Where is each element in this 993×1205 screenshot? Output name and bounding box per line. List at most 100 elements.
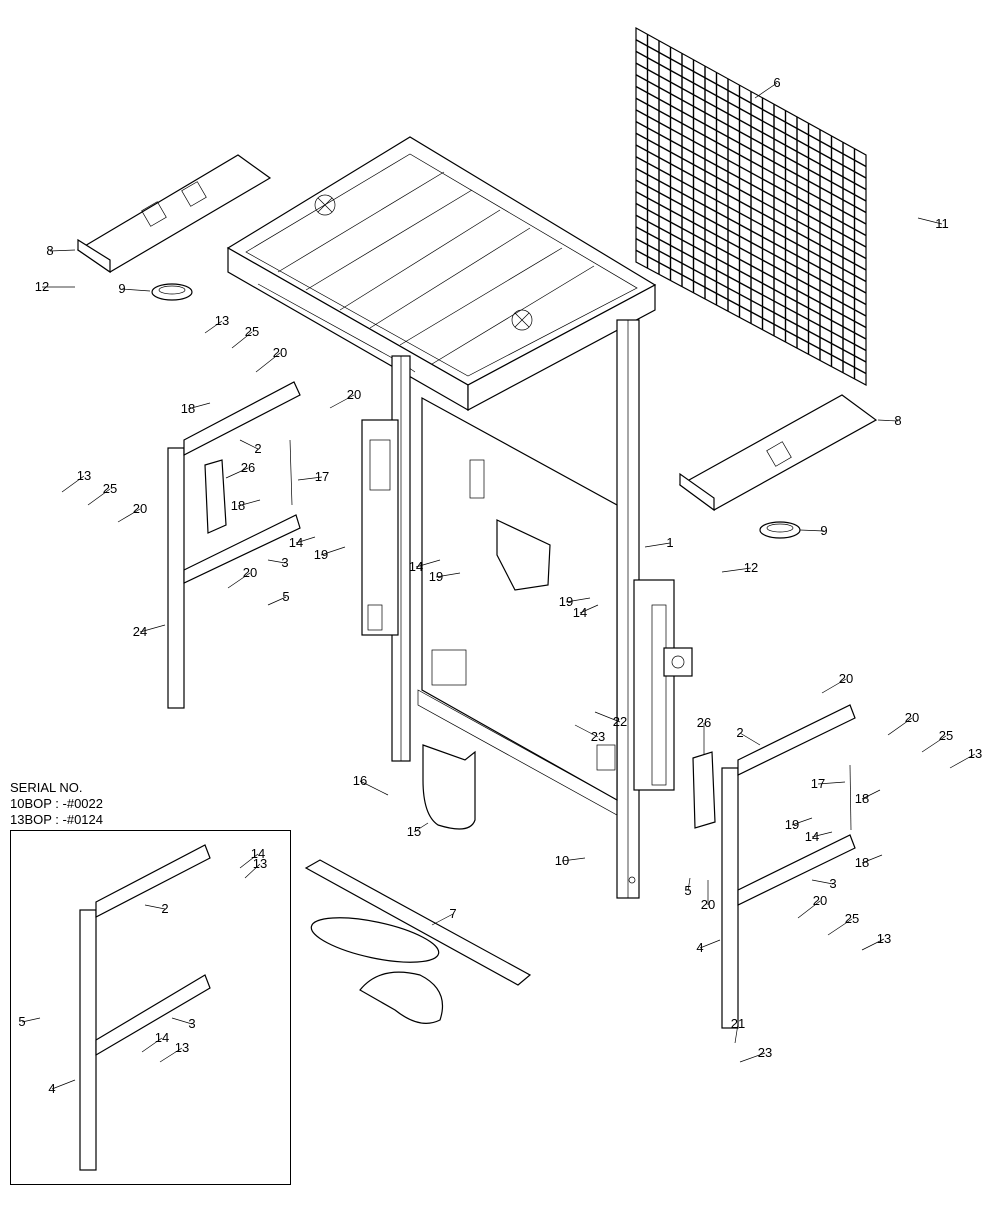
callout-label-25: 25 — [845, 911, 859, 926]
callout-label-22: 22 — [613, 714, 627, 729]
leader-line — [144, 904, 166, 910]
callout-label-9: 9 — [820, 523, 827, 538]
top-frame — [226, 136, 657, 412]
leader-line — [431, 913, 454, 926]
callout-label-1: 1 — [666, 535, 673, 550]
callout-label-14: 14 — [155, 1030, 169, 1045]
leader-line — [594, 711, 621, 723]
leader-line — [329, 394, 355, 409]
serial-number-note: SERIAL NO. 10BOP : -#0022 13BOP : -#0124 — [10, 780, 103, 828]
console-left — [76, 154, 272, 301]
leader-line — [791, 817, 813, 826]
leader-line — [435, 572, 461, 578]
leader-line — [297, 476, 323, 481]
callout-label-18: 18 — [855, 791, 869, 806]
leader-line — [359, 780, 389, 796]
leader-line — [797, 900, 821, 919]
leader-line — [949, 753, 976, 769]
callout-label-5: 5 — [282, 589, 289, 604]
callout-label-20: 20 — [347, 387, 361, 402]
callout-label-13: 13 — [77, 468, 91, 483]
callout-label-8: 8 — [894, 413, 901, 428]
callout-label-16: 16 — [353, 773, 367, 788]
callout-label-25: 25 — [939, 728, 953, 743]
serial-inset-box — [10, 830, 291, 1185]
leader-line — [861, 938, 885, 951]
tool-box — [422, 744, 476, 830]
callout-label-13: 13 — [877, 931, 891, 946]
callout-label-11: 11 — [935, 216, 949, 231]
leader-line — [61, 475, 85, 493]
leader-line — [574, 724, 599, 738]
callout-label-25: 25 — [103, 481, 117, 496]
leader-line — [320, 546, 346, 556]
leader-line — [861, 789, 881, 800]
leader-line — [49, 249, 76, 252]
callout-label-3: 3 — [281, 555, 288, 570]
leader-line — [244, 863, 261, 879]
leader-line — [141, 1037, 163, 1053]
leader-line — [21, 1017, 41, 1023]
seat-belt — [304, 859, 532, 1024]
left-door-frame — [167, 381, 301, 709]
callout-label-4: 4 — [48, 1081, 55, 1096]
leader-line — [51, 1079, 76, 1090]
leader-line — [255, 352, 281, 373]
leader-line — [231, 331, 253, 349]
serial-heading: SERIAL NO. — [10, 780, 83, 795]
leader-line — [739, 1052, 766, 1063]
callout-label-7: 7 — [449, 906, 456, 921]
leader-line — [687, 877, 691, 892]
leader-line — [817, 781, 846, 785]
callout-label-20: 20 — [133, 501, 147, 516]
callout-label-18: 18 — [855, 855, 869, 870]
callout-label-24: 24 — [133, 624, 147, 639]
leader-line — [139, 624, 166, 633]
right-side-cover — [633, 579, 693, 791]
leader-line — [734, 1023, 739, 1044]
leader-line — [267, 559, 286, 564]
callout-label-13: 13 — [175, 1040, 189, 1055]
callout-label-18: 18 — [181, 401, 195, 416]
callout-label-10: 10 — [555, 853, 569, 868]
callout-label-13: 13 — [215, 313, 229, 328]
callout-label-2: 2 — [254, 441, 261, 456]
leader-line — [561, 857, 586, 862]
callout-label-26: 26 — [697, 715, 711, 730]
mesh-guard — [635, 26, 867, 387]
callout-label-15: 15 — [407, 824, 421, 839]
leader-line — [699, 939, 721, 949]
callout-label-20: 20 — [243, 565, 257, 580]
callout-label-3: 3 — [829, 876, 836, 891]
leader-line — [87, 488, 111, 506]
leader-line — [237, 499, 261, 507]
right-door-frame — [692, 704, 856, 1029]
leader-line — [121, 288, 151, 292]
main-frame — [361, 319, 640, 899]
leader-line — [877, 419, 899, 422]
leader-line — [644, 542, 671, 548]
leader-line — [579, 604, 599, 614]
leader-line — [917, 217, 943, 225]
callout-label-5: 5 — [684, 883, 691, 898]
leader-line — [117, 508, 141, 523]
callout-label-20: 20 — [839, 671, 853, 686]
callout-label-14: 14 — [251, 846, 265, 861]
serial-line-1: 10BOP : -#0022 — [10, 796, 103, 811]
leader-line — [721, 567, 752, 573]
leader-line — [159, 1047, 183, 1063]
leader-lines — [21, 82, 976, 1090]
serial-line-2: 13BOP : -#0124 — [10, 812, 103, 827]
callout-label-26: 26 — [241, 460, 255, 475]
callout-labels: 1222333445556788991011121213131313131314… — [18, 75, 982, 1096]
callout-label-12: 12 — [35, 279, 49, 294]
leader-line — [413, 822, 429, 833]
callout-label-20: 20 — [273, 345, 287, 360]
leader-line — [827, 918, 853, 936]
callout-label-19: 19 — [314, 547, 328, 562]
callout-label-23: 23 — [591, 729, 605, 744]
callout-label-2: 2 — [161, 901, 168, 916]
callout-label-8: 8 — [46, 243, 53, 258]
callout-label-4: 4 — [696, 940, 703, 955]
